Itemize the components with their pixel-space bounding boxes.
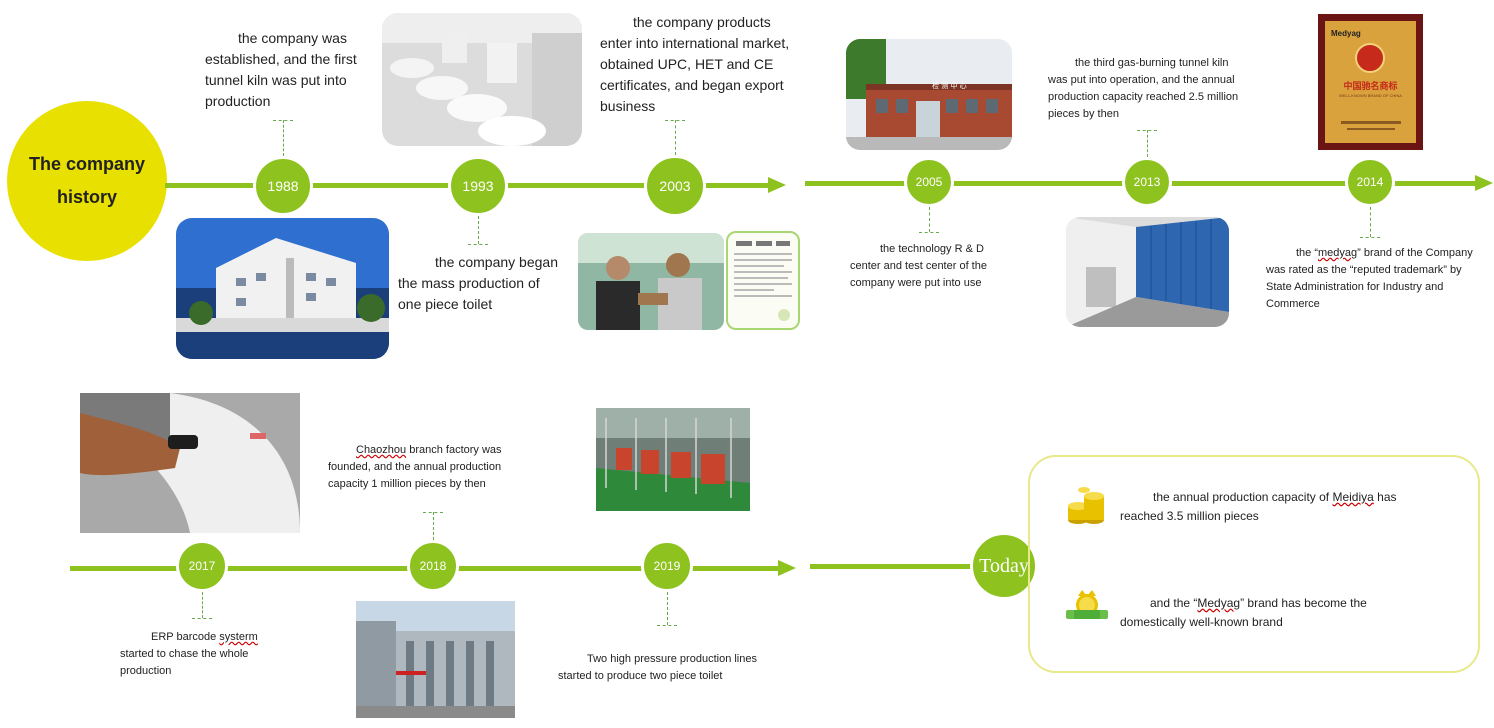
connector-tick xyxy=(192,618,212,619)
certificate-photo xyxy=(726,231,800,330)
event-2013-text: the third gas-burning tunnel kiln was pu… xyxy=(1048,57,1239,120)
today-node: Today xyxy=(970,532,1038,600)
today-box xyxy=(1028,455,1480,673)
factory-building-photo xyxy=(176,218,389,359)
connector-tick xyxy=(468,244,488,245)
event-1988-text: the company was established, and the fir… xyxy=(205,30,357,109)
tunnel-kiln-photo xyxy=(1066,217,1229,327)
event-1993-text: the company began the mass production of… xyxy=(398,254,558,312)
branch-factory-photo xyxy=(356,601,515,718)
year-label: 2005 xyxy=(915,175,943,189)
connector xyxy=(1370,207,1371,237)
connector-tick xyxy=(657,625,677,626)
event-2018-text: Chaozhou branch factory was founded, and… xyxy=(328,444,502,490)
event-2003-text: the company products enter into internat… xyxy=(600,14,790,114)
year-label: 2019 xyxy=(653,559,681,573)
connector xyxy=(478,216,479,244)
year-node-1993: 1993 xyxy=(448,156,508,216)
timeline-arrow-3 xyxy=(778,560,796,576)
title-circle: The company history xyxy=(7,101,167,261)
year-label: 2017 xyxy=(188,559,216,573)
year-node-2019: 2019 xyxy=(641,540,693,592)
year-node-2018: 2018 xyxy=(407,540,459,592)
trademark-certificate: Medyag 中国驰名商标 WELL-KNOWN BRAND OF CHINA xyxy=(1318,14,1423,150)
year-label: 1993 xyxy=(462,178,494,194)
connector-tick xyxy=(919,232,939,233)
test-center-building-photo: 检 测 中 心 xyxy=(846,39,1012,150)
certificate-subtitle: WELL-KNOWN BRAND OF CHINA xyxy=(1339,93,1402,98)
page-title: The company history xyxy=(28,154,146,207)
production-line-photo xyxy=(596,408,750,511)
today-label: Today xyxy=(979,554,1029,577)
year-label: 1988 xyxy=(267,178,299,194)
connector xyxy=(675,120,676,155)
event-2014-text: the “medyag” brand of the Company was ra… xyxy=(1266,247,1473,310)
connector xyxy=(929,207,930,232)
timeline-arrow-2 xyxy=(1475,175,1493,191)
today-item-1-text: the annual production capacity of Meidiy… xyxy=(1120,490,1397,523)
year-node-2003: 2003 xyxy=(644,155,706,217)
connector xyxy=(667,592,668,625)
connector xyxy=(1147,130,1148,157)
barcode-scanner-photo xyxy=(80,393,300,533)
today-item-2-text: and the “Medyag” brand has become the do… xyxy=(1120,596,1367,629)
connector xyxy=(283,120,284,156)
timeline-arrow-1 xyxy=(768,177,786,193)
year-node-1988: 1988 xyxy=(253,156,313,216)
year-label: 2013 xyxy=(1133,175,1161,189)
expo-meeting-photo xyxy=(578,233,724,330)
toilets-production-photo xyxy=(382,13,582,146)
year-node-2013: 2013 xyxy=(1122,157,1172,207)
connector-tick xyxy=(1360,237,1380,238)
connector xyxy=(433,512,434,540)
year-node-2014: 2014 xyxy=(1345,157,1395,207)
connector-tick xyxy=(1137,130,1157,131)
timeline-line-4 xyxy=(810,564,980,569)
event-2017-text: ERP barcode systerm started to chase the… xyxy=(120,631,258,677)
connector-tick xyxy=(273,120,293,121)
year-label: 2003 xyxy=(659,178,691,194)
connector-tick xyxy=(423,512,443,513)
coins-icon xyxy=(1066,484,1108,526)
year-node-2017: 2017 xyxy=(176,540,228,592)
year-label: 2018 xyxy=(419,559,447,573)
event-2019-text: Two high pressure production lines start… xyxy=(558,653,757,682)
certificate-brand: Medyag xyxy=(1331,29,1361,38)
year-label: 2014 xyxy=(1356,175,1384,189)
certificate-title: 中国驰名商标 xyxy=(1343,82,1398,92)
connector-tick xyxy=(665,120,685,121)
event-2005-text: the technology R & D center and test cen… xyxy=(850,243,987,289)
connector xyxy=(202,592,203,618)
building-sign: 检 测 中 心 xyxy=(932,82,967,90)
year-node-2005: 2005 xyxy=(904,157,954,207)
certificate-seal-icon xyxy=(1355,43,1385,73)
award-badge-icon xyxy=(1064,588,1110,624)
